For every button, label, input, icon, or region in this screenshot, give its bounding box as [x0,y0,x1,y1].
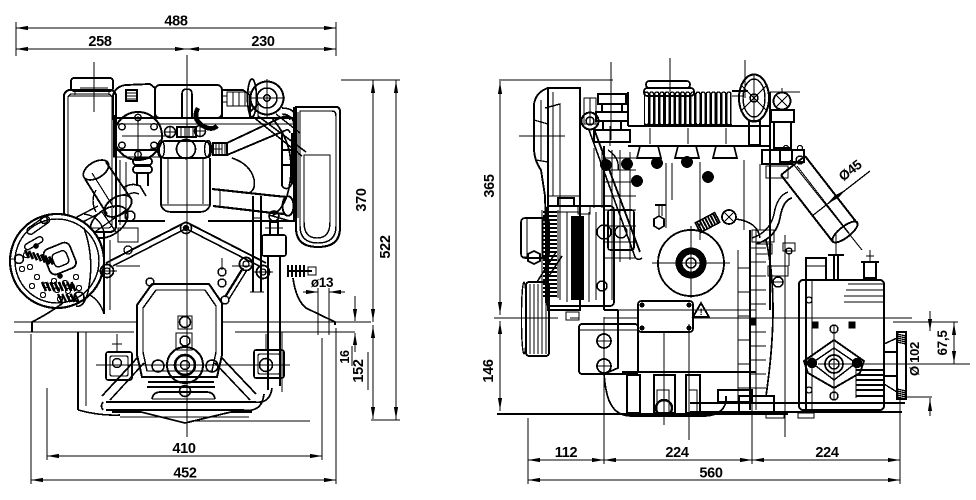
svg-text:224: 224 [665,445,689,461]
svg-text:224: 224 [815,445,839,461]
svg-text:Ø 102: Ø 102 [907,342,922,376]
svg-text:152: 152 [351,359,367,383]
svg-text:410: 410 [172,441,196,457]
svg-text:230: 230 [251,34,275,50]
svg-text:112: 112 [555,445,578,461]
svg-text:488: 488 [164,14,188,30]
svg-text:146: 146 [481,359,497,383]
svg-text:452: 452 [173,466,197,482]
svg-text:67,5: 67,5 [935,330,950,356]
svg-text:370: 370 [354,188,370,212]
svg-text:16: 16 [338,350,352,364]
svg-text:560: 560 [699,466,723,482]
svg-text:!: ! [700,307,703,317]
svg-text:522: 522 [378,235,394,259]
svg-text:365: 365 [482,174,498,198]
svg-text:258: 258 [88,34,112,50]
svg-text:ø13: ø13 [311,275,334,290]
